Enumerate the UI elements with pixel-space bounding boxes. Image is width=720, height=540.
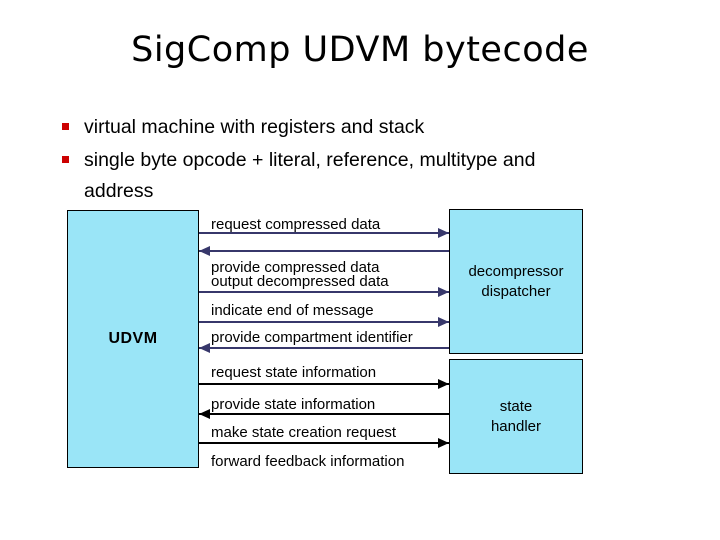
message-arrow-line: [199, 442, 449, 444]
message-arrow-line: [199, 232, 449, 234]
message-arrow-line: [199, 291, 449, 293]
arrowhead-left-icon: [199, 246, 210, 256]
bullet-text: virtual machine with registers and stack: [84, 112, 424, 143]
message-label: provide compartment identifier: [211, 329, 413, 346]
arrowhead-left-icon: [199, 343, 210, 353]
message-arrow-line: [199, 383, 449, 385]
message-label: output decompressed data: [211, 273, 389, 290]
arrowhead-right-icon: [438, 287, 449, 297]
message-arrow-line: [199, 250, 449, 252]
bullet-text: single byte opcode + literal, reference,…: [84, 145, 535, 207]
message-label: request compressed data: [211, 216, 381, 233]
message-arrow-line: [199, 413, 449, 415]
state-handler-box-label-line: state: [499, 397, 533, 415]
state-handler-box-label-line: handler: [490, 417, 542, 435]
udvm-box-label: UDVM: [108, 330, 158, 347]
bullet-item: virtual machine with registers and stack: [62, 112, 424, 143]
message-label: provide state information: [211, 396, 376, 413]
udvm-box: UDVM: [67, 210, 199, 468]
message-label: indicate end of message: [211, 302, 374, 319]
message-label: provide compressed data: [211, 259, 380, 276]
bullet-item: single byte opcode + literal, reference,…: [62, 145, 535, 207]
message-arrow-line: [199, 347, 449, 349]
arrowhead-right-icon: [438, 379, 449, 389]
arrowhead-right-icon: [438, 438, 449, 448]
bullet-square-icon: [62, 123, 69, 130]
arrowhead-left-icon: [199, 409, 210, 419]
arrowhead-right-icon: [438, 317, 449, 327]
message-label: make state creation request: [211, 424, 397, 441]
dispatcher-box-label-line: dispatcher: [481, 282, 551, 300]
message-label: request state information: [211, 364, 377, 381]
bullet-text-line: address: [84, 180, 154, 202]
arrowhead-right-icon: [438, 228, 449, 238]
decompressor-dispatcher-box: decompressor dispatcher: [449, 209, 583, 354]
message-label: forward feedback information: [211, 453, 405, 470]
bullet-text-line: single byte opcode + literal, reference,…: [84, 149, 536, 171]
state-handler-box: state handler: [449, 359, 583, 474]
slide-title: SigComp UDVM bytecode: [131, 30, 589, 70]
bullet-text-line: virtual machine with registers and stack: [84, 116, 425, 138]
bullet-square-icon: [62, 156, 69, 163]
dispatcher-box-label-line: decompressor: [468, 262, 564, 280]
message-arrow-line: [199, 321, 449, 323]
